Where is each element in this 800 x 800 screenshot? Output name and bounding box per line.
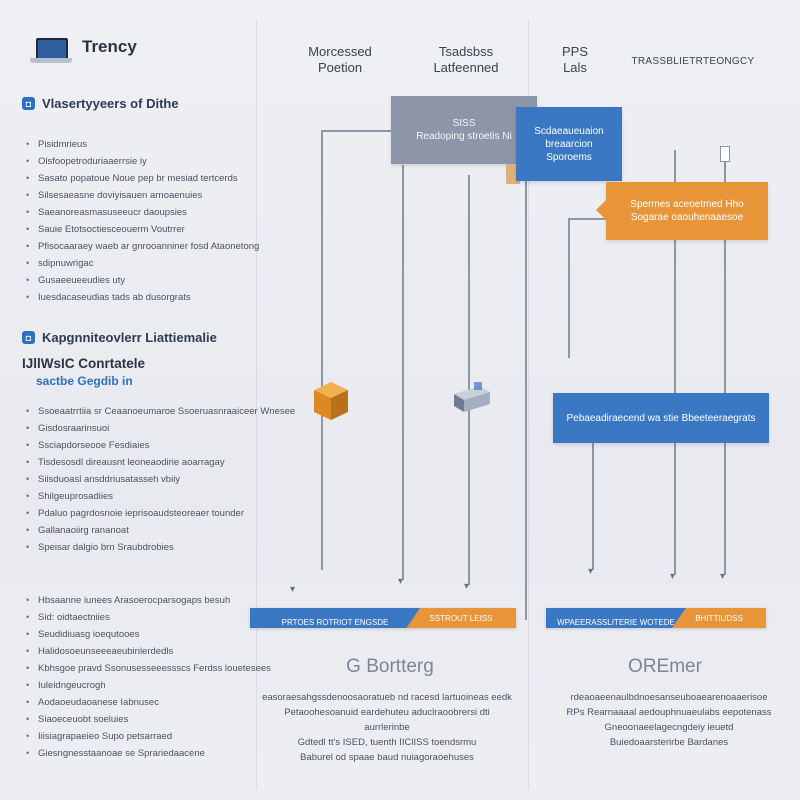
bar-segment-blue: WPAEERASSLITERIE WOTEDE (546, 608, 686, 628)
list-item: Siisduoasl ansddriusatasseh vbiiy (26, 471, 295, 488)
result-line: RPs Rearnaaaal aedouphnuaeulabs eepotena… (566, 707, 772, 718)
list-item: Olsfoopetroduriaaerrsie iy (26, 153, 259, 170)
list-item: Pisidmrieus (26, 136, 259, 153)
sub-caption: sactbe Gegdib in (36, 374, 133, 388)
list-item: Ssciapdorseooe Fesdiaies (26, 437, 295, 454)
status-bar-left: PRTOES ROTRIOT ENGSDE SSTROUT LEISS (250, 608, 516, 628)
list-item: Siaoeceuobt soeluies (26, 711, 271, 728)
process-box-blue-mid: Pebaeadiraecend wa stie Bbeeteeraegrats (553, 393, 769, 443)
arrow-down-icon: ▾ (398, 576, 404, 587)
list-item: Gusaeeueeudies uty (26, 272, 259, 289)
section-title-text: Vlasertyyeers of Dithe (42, 96, 179, 111)
flow-line (724, 160, 726, 575)
process-box-orange: Spermes aceoetmed Hho Sogarae oaouhenaae… (606, 182, 768, 240)
section-icon: ◘ (22, 97, 35, 110)
result-text-left: easoraesahgssdenoosaoratueb nd racesd la… (262, 690, 512, 765)
flow-line (592, 440, 594, 570)
section-title-2: ◘ Kapgnniteovlerr Liattiemalie (22, 330, 217, 345)
list-item: Gisdosraarinsuoi (26, 420, 295, 437)
list-item: Iuesdacaseudias tads ab dusorgrats (26, 289, 259, 306)
list-item: Hbsaanne iunees Arasoerocparsogaps besuh (26, 592, 271, 609)
bar-segment-orange: BHITTIUDSS (672, 608, 766, 628)
section-icon: ◘ (22, 331, 35, 344)
list-item: Ssoeaatrrtiia sr Ceaanoeumaroe Ssoeruasn… (26, 403, 295, 420)
list-item: Halidosoeunseeeaeubinlerdedls (26, 643, 271, 660)
result-line: Baburel od spaae baud nuiagoraoehuses (300, 752, 474, 763)
flow-line (402, 165, 404, 580)
list-item: Sauie Etotsoctiesceouerm Voutrrer (26, 221, 259, 238)
arrow-down-icon: ▾ (720, 571, 726, 582)
box-pointer (596, 200, 606, 220)
column-header-text: TRASSBLIETRTEONGCY (631, 56, 755, 67)
list-item: sdipnuwrigac (26, 255, 259, 272)
result-line: Buiedoaarsterirbe Bardanes (609, 737, 729, 748)
result-line: Gneoonaeelagecngdeiy ieuetd (604, 722, 734, 733)
list-item: Saeanoreasmasuseeucr daoupsies (26, 204, 259, 221)
result-title-right: OREmer (628, 656, 702, 677)
server-icon (454, 382, 490, 412)
list-item: Pdaluo pagrdosnoie ieprisoaudsteoreaer t… (26, 505, 295, 522)
result-line: easoraesahgssdenoosaoratueb nd racesd la… (262, 692, 512, 703)
result-line: Petaoohesoanuid eardehuteu aduclraoobrer… (284, 707, 490, 733)
sub-heading: IJllWsIC Conrtatele (22, 356, 146, 371)
list-item: Seudidiuasg ioequtooes (26, 626, 271, 643)
result-line: Gdtedl tt's ISED, tuenth IIClISS toendsr… (297, 737, 477, 748)
list-item: Kbhsgoe pravd Ssonusesseeessscs Ferdss l… (26, 660, 271, 677)
brand-name: Trency (82, 37, 137, 56)
list-item: Shilgeuprosadiies (26, 488, 295, 505)
column-header: PPS Lals (540, 44, 610, 76)
divider (528, 20, 529, 790)
arrow-down-icon: ▾ (290, 584, 296, 595)
flow-line (321, 130, 393, 132)
bar-segment-orange: SSTROUT LEISS (406, 608, 516, 628)
list-item: Iuleidngeucrogh (26, 677, 271, 694)
column-header: Morcessed Poetion (290, 44, 390, 76)
arrow-down-icon: ▾ (670, 571, 676, 582)
list-item: Pfisocaaraey waeb ar gnrooanniner fosd A… (26, 238, 259, 255)
list-item: Iiisiagrapaeieo Supo petsarraed (26, 728, 271, 745)
result-line: rdeaoaeenaulbdnoesanseuboaearenoaaerisoe (570, 692, 768, 703)
bar-label: PRTOES ROTRIOT ENGSDE (281, 617, 389, 627)
section1-list: PisidmrieusOlsfoopetroduriaaerrsie iySas… (26, 136, 259, 306)
result-title-left: G Bortterg (346, 656, 434, 677)
arrow-down-icon: ▾ (588, 566, 594, 577)
column-header: TRASSBLIETRTEONGCY (628, 54, 758, 70)
status-bar-right: WPAEERASSLITERIE WOTEDE BHITTIUDSS (546, 608, 766, 628)
bar-segment-blue: PRTOES ROTRIOT ENGSDE (250, 608, 420, 628)
section3-list: Hbsaanne iunees Arasoerocparsogaps besuh… (26, 592, 271, 762)
arrow-down-icon: ▾ (464, 581, 470, 592)
cube-icon (314, 382, 348, 420)
bar-label: BHITTIUDSS (695, 613, 743, 623)
flow-line (568, 218, 570, 358)
list-item: Sasato popatoue Noue pep br mesiad tertc… (26, 170, 259, 187)
list-item: Sid: oidtaectniies (26, 609, 271, 626)
bar-label: WPAEERASSLITERIE WOTEDE (557, 617, 675, 627)
list-item: Giesngnesstaanoae se Sprariedaacene (26, 745, 271, 762)
column-header-text: Morcessed Poetion (308, 44, 372, 75)
list-item: Speisar dalgio brn Sraubdrobies (26, 539, 295, 556)
list-item: Silsesaeasne doviyisauen arnoaenuies (26, 187, 259, 204)
list-item: Gallanaoiirg rananoat (26, 522, 295, 539)
flow-line (321, 130, 323, 570)
section-title-1: ◘ Vlasertyyeers of Dithe (22, 96, 179, 111)
flow-line (525, 160, 527, 620)
laptop-icon (30, 36, 72, 64)
process-box-gray: SISS Readoping stroetis Ni (391, 96, 537, 164)
column-header: Tsadsbss Latfeenned (416, 44, 516, 76)
brand: Trency (30, 36, 137, 64)
process-box-blue: Scdaeaueuaion breaarcion Sporoems (516, 107, 622, 181)
column-header-text: PPS Lals (561, 44, 588, 75)
bar-label: SSTROUT LEISS (429, 613, 493, 623)
flow-line (468, 175, 470, 585)
list-item: Aodaoeudaoanese Iabnusec (26, 694, 271, 711)
column-header-text: Tsadsbss Latfeenned (433, 44, 499, 75)
list-item: Tisdesosdl direausnt leoneaodirie aoarra… (26, 454, 295, 471)
connector-node (720, 146, 730, 162)
flow-line (674, 150, 676, 575)
section2-list: Ssoeaatrrtiia sr Ceaanoeumaroe Ssoeruasn… (26, 403, 295, 556)
result-text-right: rdeaoaeenaulbdnoesanseuboaearenoaaerisoe… (556, 690, 782, 750)
section-title-text: Kapgnniteovlerr Liattiemalie (42, 330, 217, 345)
flow-line (568, 218, 608, 220)
